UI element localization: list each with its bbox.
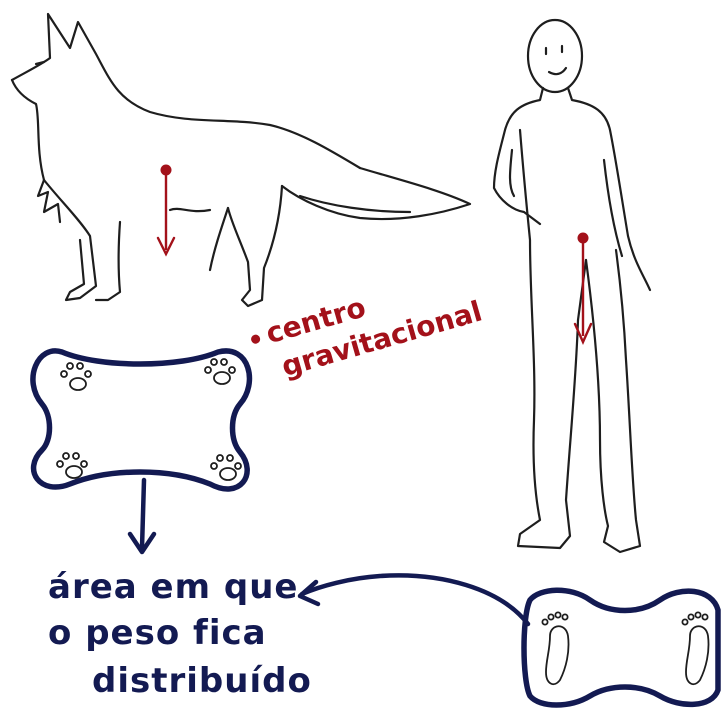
down-arrow	[130, 480, 154, 552]
paw-print-icon	[205, 359, 235, 384]
paw-print-icon	[211, 455, 241, 480]
dog-support-area	[33, 351, 249, 489]
caption-line-1: área em que	[48, 567, 298, 607]
centro-gravitacional-label: centro gravitacional	[246, 260, 485, 390]
curved-arrow	[300, 575, 528, 624]
footprint-icon	[682, 612, 708, 684]
human-sketch	[494, 20, 650, 552]
footprint-icon	[542, 612, 568, 684]
human-support-area	[524, 590, 718, 705]
caption-line-3: distribuído	[92, 661, 312, 701]
paw-print-icon	[61, 363, 91, 390]
paw-print-icon	[57, 453, 87, 478]
label-bullet	[250, 334, 261, 345]
caption-line-2: o peso fica	[48, 613, 267, 653]
dog-sketch	[12, 14, 470, 306]
support-area-caption: área em que o peso fica distribuído	[48, 567, 312, 701]
